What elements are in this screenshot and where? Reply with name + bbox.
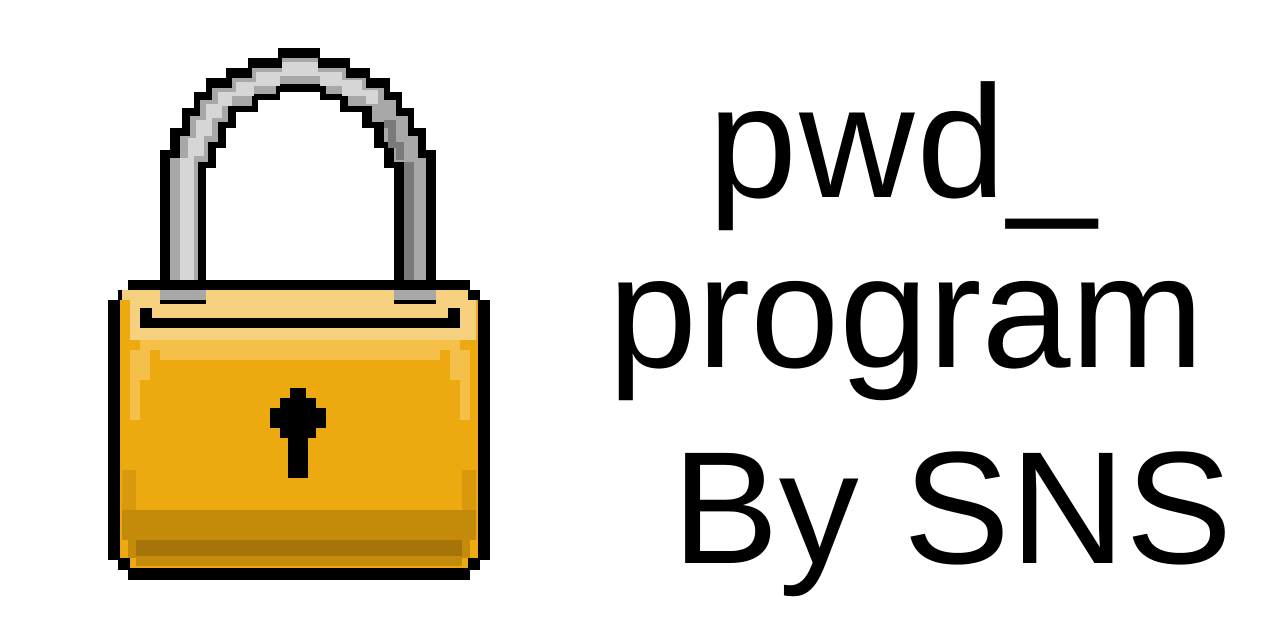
padlock-icon — [108, 48, 490, 580]
body-shade — [122, 510, 476, 566]
title-line-3: By SNS — [672, 418, 1233, 597]
shackle-highlight — [180, 62, 378, 290]
shackle-foot-left — [160, 290, 206, 302]
title-line-1: pwd_ — [708, 52, 1099, 231]
shackle-foot-right — [394, 290, 436, 302]
body-bevel — [130, 340, 470, 420]
body-lip-line — [140, 318, 460, 328]
keyhole-icon — [270, 388, 326, 478]
title-line-2: program — [608, 222, 1204, 401]
shackle-shade — [384, 120, 414, 290]
shackle-body — [170, 58, 426, 296]
shackle-outline — [160, 48, 436, 300]
